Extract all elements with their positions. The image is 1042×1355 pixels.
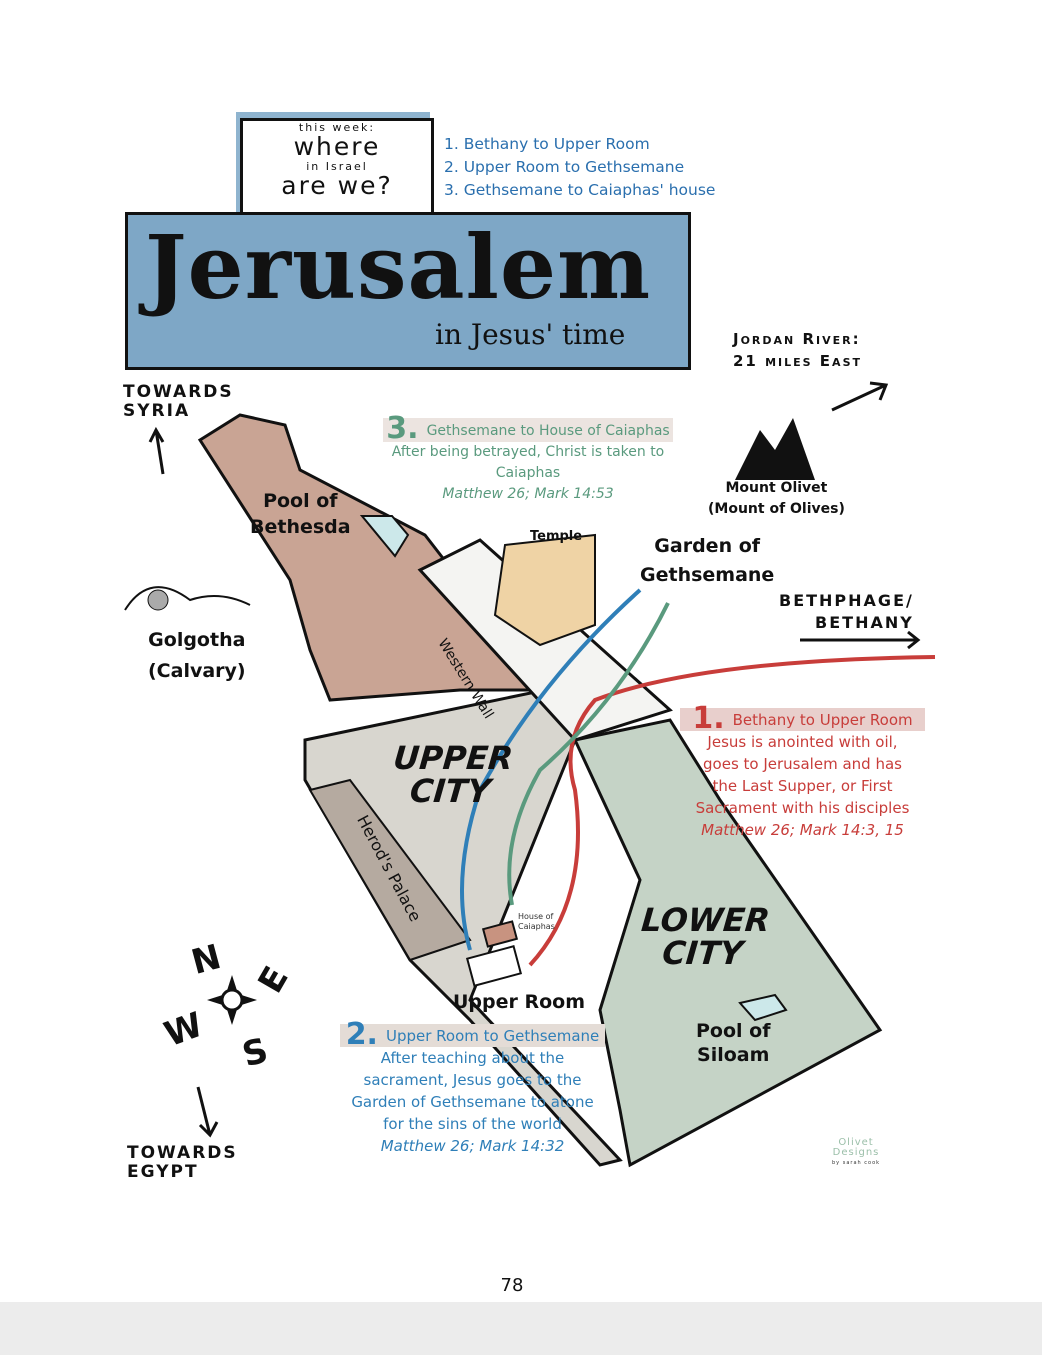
temple-building [493,533,596,647]
temple-label: Temple [530,529,583,544]
route-list-item: 3. Gethsemane to Caiaphas' house [444,181,716,199]
pool-of-bethesda-label: Pool of Bethesda [250,488,351,540]
logo-line: Designs [832,1147,880,1158]
label-line: Golgotha [148,629,246,651]
section-body-line: After being betrayed, Christ is taken to [391,444,665,460]
olivet-designs-logo: Olivet Designs by sarah cook [832,1138,880,1168]
upper-room-icon [465,945,523,987]
section-2-heading: 2. Upper Room to Gethsemane [340,1020,605,1050]
pool-siloam-shape [738,993,788,1022]
bethphage-line2: BETHANY [815,613,914,632]
section-body-line: sacrament, Jesus goes to the [363,1071,582,1089]
section-number: 2. [345,1017,378,1052]
section-body-line: Garden of Gethsemane to atone [351,1093,594,1111]
section-body-line: After teaching about the [380,1049,565,1067]
section-heading-text: Upper Room to Gethsemane [385,1027,600,1045]
house-of-caiaphas-icon [481,920,519,948]
label-line: House of [518,912,554,921]
route-3-green [507,602,670,906]
page-footer-bar [0,1302,1042,1355]
section-body-line: the Last Supper, or First [712,777,893,795]
route-list-item: 1. Bethany to Upper Room [444,135,650,153]
towards-egypt: TOWARDS EGYPT [127,1144,238,1182]
label-line: CITY [408,772,493,810]
section-body-line: Caiaphas [495,465,561,481]
towards-syria-line1: TOWARDS [123,382,234,402]
towards-egypt-line1: TOWARDS [127,1143,238,1163]
mount-olivet-label: Mount Olivet (Mount of Olives) [708,478,845,520]
logo-line: Olivet [838,1137,874,1148]
lower-city-area [572,718,883,1168]
arrow-east-icon [800,630,921,650]
badge-line3: in Israel [306,160,368,173]
label-line: (Mount of Olives) [708,501,845,517]
bethphage-line1: BETHPHAGE/ [779,591,914,610]
bethphage-bethany: BETHPHAGE/ BETHANY [779,590,914,634]
title-box [125,212,691,370]
towards-syria: TOWARDS SYRIA [123,383,234,421]
section-2-note: 2. Upper Room to Gethsemane After teachin… [340,1020,605,1157]
section-heading-text: Bethany to Upper Room [732,711,913,729]
badge-line4: are we? [281,171,393,200]
section-number: 3. [386,411,419,446]
arrow-northeast-icon [831,381,889,412]
upper-room-label: Upper Room [453,991,586,1013]
logo-line: by sarah cook [832,1160,881,1166]
section-body-line: goes to Jerusalem and has [703,755,902,773]
label-line: Bethesda [250,516,351,538]
arrow-north-icon [148,426,165,475]
label-line: (Calvary) [148,660,246,682]
label-line: Pool of [263,490,338,512]
route-list: 1. Bethany to Upper Room 2. Upper Room t… [444,133,715,202]
lower-city-label: LOWER CITY [637,901,772,972]
section-3-heading: 3. Gethsemane to House of Caiaphas [383,414,673,444]
section-1-heading: 1. Bethany to Upper Room [680,704,925,734]
section-number: 1. [692,701,725,736]
pool-bethesda-shape [359,515,410,558]
section-reference: Matthew 26; Mark 14:32 [380,1137,565,1155]
page-title: Jerusalem [145,215,652,319]
section-reference: Matthew 26; Mark 14:53 [442,486,614,502]
herods-palace-area [308,778,472,962]
section-1-note: 1. Bethany to Upper Room Jesus is anointe… [680,704,925,841]
route-list-item: 2. Upper Room to Gethsemane [444,158,685,176]
section-heading-text: Gethsemane to House of Caiaphas [426,423,670,439]
compass-rose-icon [207,975,257,1025]
route-1-red [528,655,936,967]
badge-line1: this week: [298,121,376,134]
section-3-note: 3. Gethsemane to House of Caiaphas After … [383,414,673,505]
jordan-line2: 21 miles East [733,352,862,370]
section-body-line: Sacrament with his disciples [695,799,910,817]
section-body-line: Jesus is anointed with oil, [707,733,898,751]
jordan-river-note: Jordan River: 21 miles East [733,328,862,372]
towards-syria-line2: SYRIA [123,401,191,421]
upper-city-label: UPPER CITY [389,739,515,810]
section-body-line: for the sins of the world [383,1115,562,1133]
route-2-blue [460,588,642,951]
label-line: CITY [660,934,745,972]
towards-egypt-line2: EGYPT [127,1162,199,1182]
label-line: Gethsemane [640,564,775,586]
golgotha-label: Golgotha (Calvary) [148,625,246,687]
pool-of-siloam-label: Pool of Siloam [696,1019,770,1067]
label-line: Mount Olivet [725,480,828,496]
page-number: 78 [500,1275,524,1296]
section-reference: Matthew 26; Mark 14:3, 15 [701,821,904,839]
house-of-caiaphas-label: House of Caiaphas [518,912,555,932]
label-line: UPPER [391,739,515,777]
label-line: Siloam [697,1044,770,1066]
where-are-we-badge: this week: where in Israel are we? [240,118,434,226]
page-subtitle: in Jesus' time [435,318,626,351]
label-line: Caiaphas [518,922,555,931]
arrow-south-icon [196,1086,219,1138]
badge-line2: where [293,132,381,161]
jerusalem-map [124,381,936,1168]
label-line: LOWER [639,901,772,939]
label-line: Pool of [696,1020,771,1042]
garden-of-gethsemane-label: Garden of Gethsemane [640,532,774,590]
jordan-line1: Jordan River: [733,330,861,348]
golgotha-hill-icon [124,586,251,611]
mount-olivet-icon [735,418,815,480]
label-line: Garden of [654,535,761,557]
